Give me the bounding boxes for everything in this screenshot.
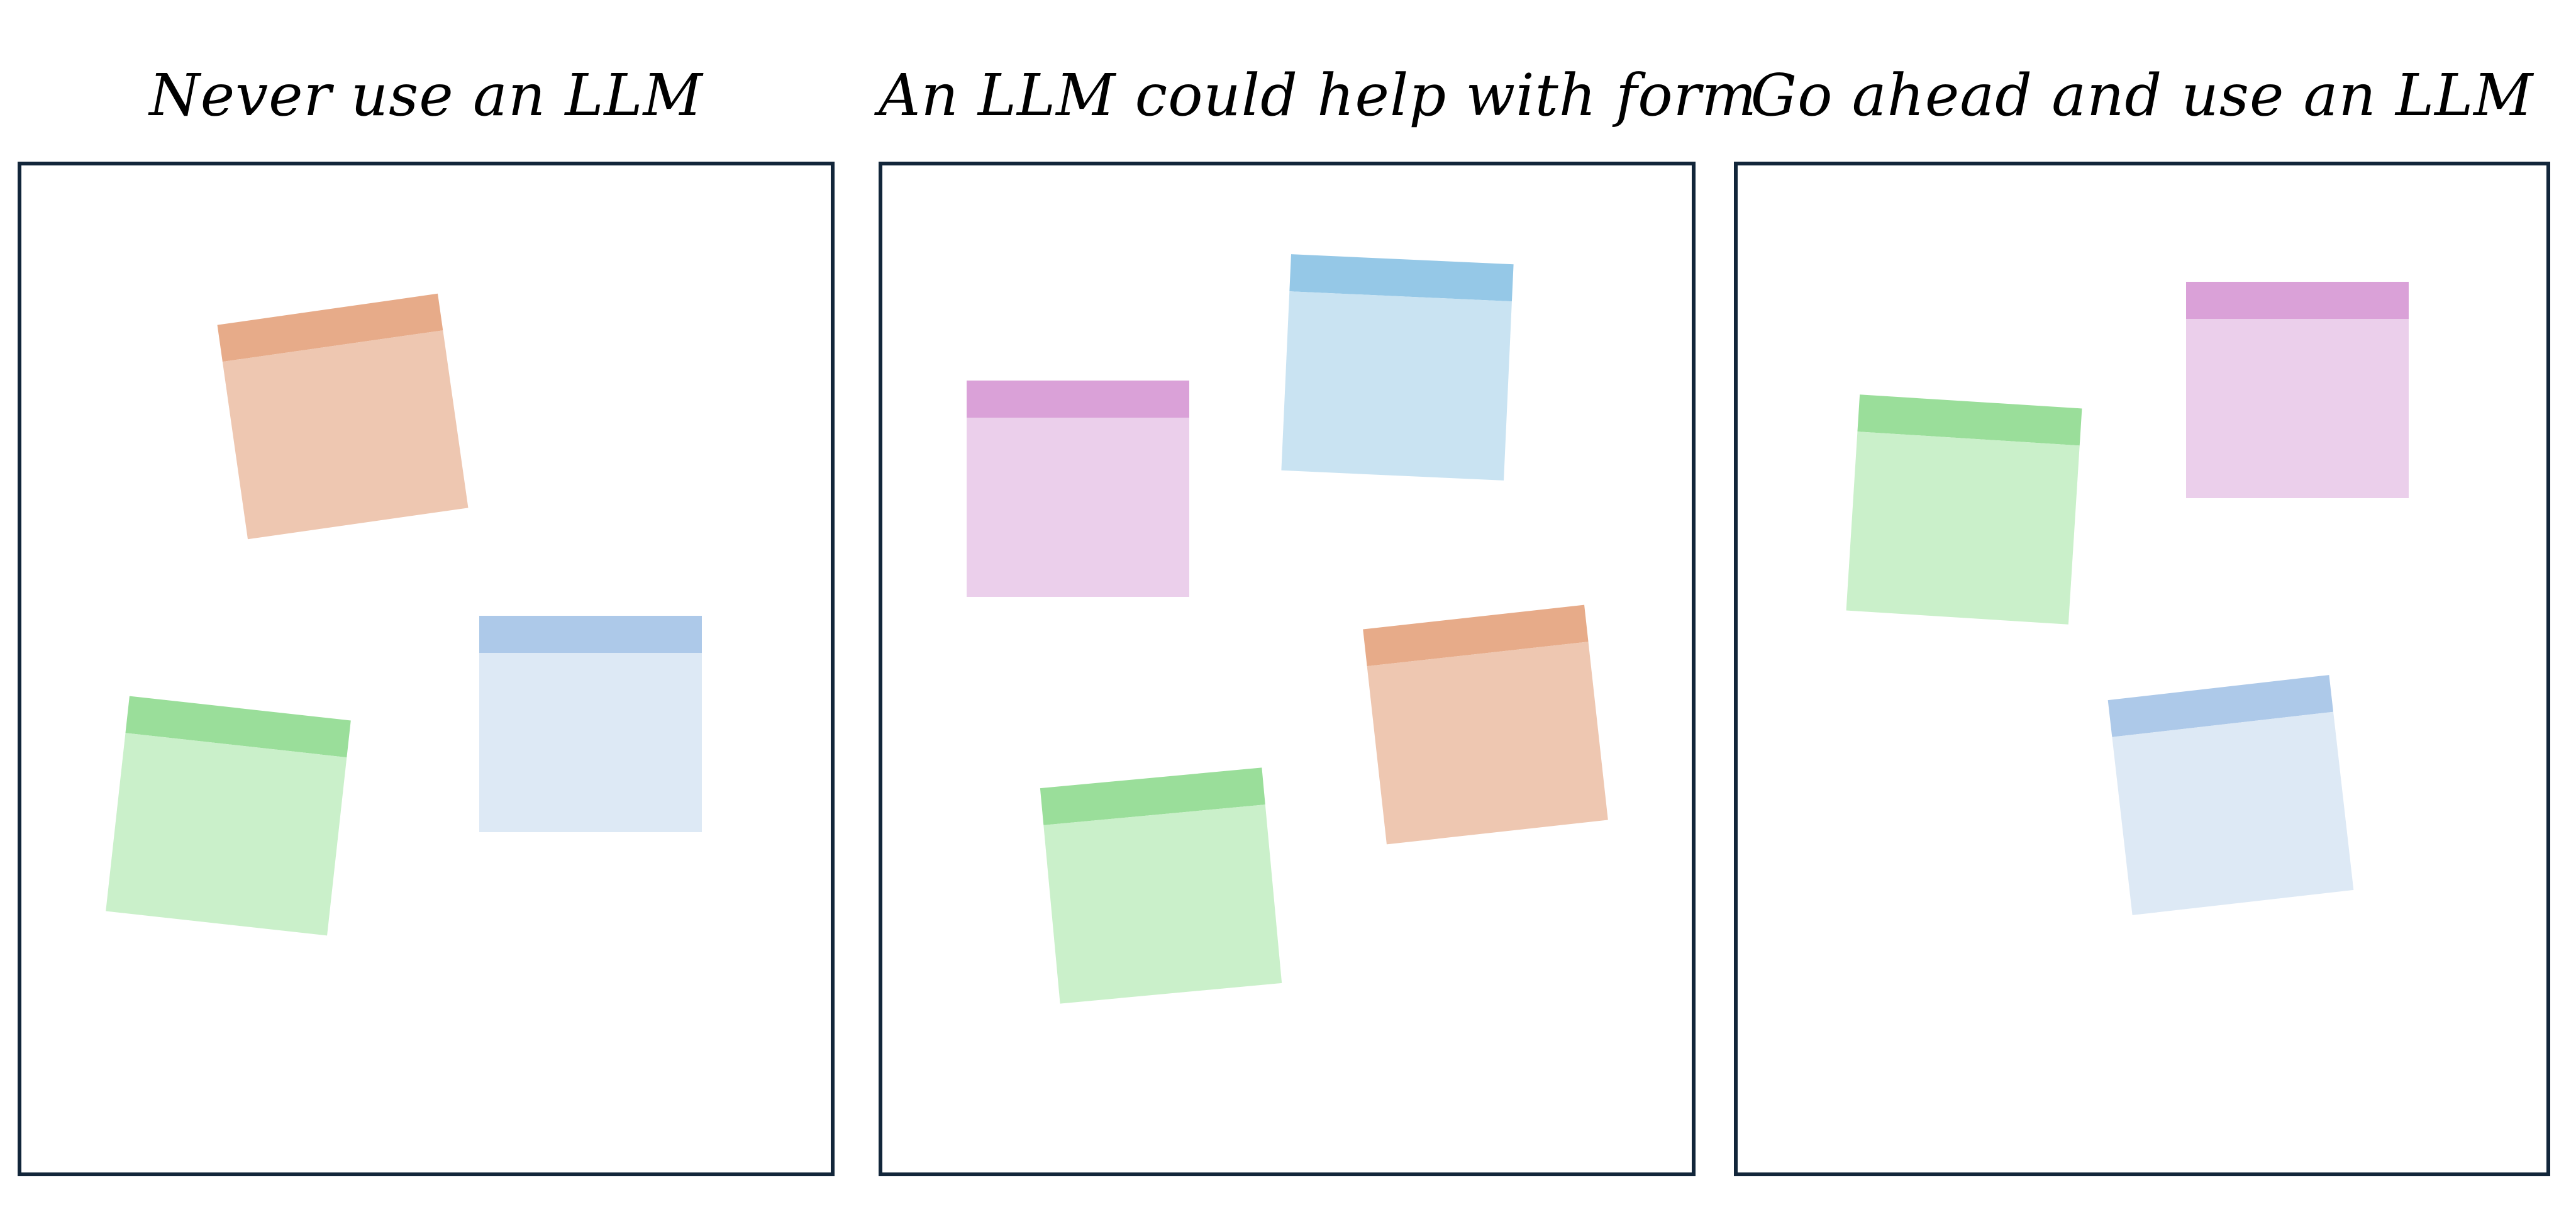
sticky-note-blue[interactable]: [2107, 675, 2354, 915]
sticky-note-orange[interactable]: [1363, 604, 1608, 845]
panel-go-ahead: [1734, 162, 2550, 1176]
panel-title-could-help: An LLM could help with form: [879, 62, 1757, 129]
sticky-note-sky[interactable]: [1281, 254, 1514, 481]
sticky-note-header: [2186, 282, 2409, 319]
panel-title-go-ahead: Go ahead and use an LLM: [1750, 62, 2534, 129]
sticky-note-body: [1367, 642, 1608, 845]
sticky-note-blue[interactable]: [479, 616, 702, 832]
sticky-note-green[interactable]: [1040, 767, 1282, 1004]
sticky-note-pink[interactable]: [967, 381, 1189, 597]
sticky-note-body: [967, 418, 1189, 597]
sticky-note-body: [2112, 711, 2354, 915]
sticky-note-body: [222, 330, 469, 540]
sticky-note-orange[interactable]: [217, 293, 469, 540]
sticky-note-body: [1281, 291, 1512, 481]
sticky-note-body: [1043, 804, 1282, 1004]
panel-title-never: Never use an LLM: [149, 62, 703, 129]
sticky-note-green[interactable]: [1846, 394, 2082, 625]
sticky-note-body: [1846, 431, 2080, 625]
sticky-note-body: [2186, 319, 2409, 498]
sticky-note-body: [106, 733, 347, 936]
sticky-note-header: [479, 616, 702, 653]
sticky-note-body: [479, 653, 702, 832]
sticky-note-header: [967, 381, 1189, 418]
sticky-note-green[interactable]: [106, 696, 351, 936]
sticky-note-pink[interactable]: [2186, 282, 2409, 498]
